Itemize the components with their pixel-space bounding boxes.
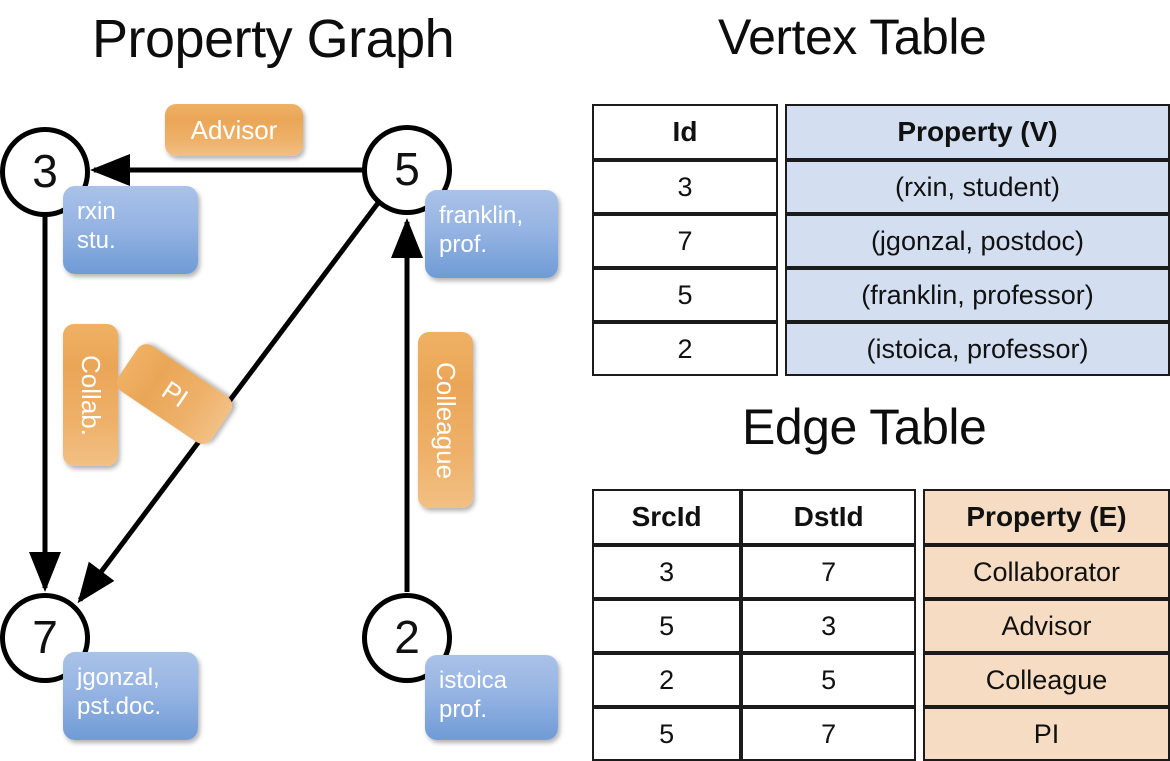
edge-label-collaborator-text: Collab. <box>76 354 106 436</box>
node-property-role-istoica: prof. <box>439 696 488 723</box>
vertex-table-column-gap <box>778 104 785 160</box>
edge-label-advisor: Advisor <box>165 104 303 156</box>
graph-node-7-id: 7 <box>32 611 58 663</box>
node-property-bubble-istoica: istoica prof. <box>425 655 558 740</box>
edge-table: SrcId DstId Property (E) 3 7 Collaborato… <box>592 489 1170 761</box>
edge-row-1-src: 5 <box>592 599 742 653</box>
node-property-bubble-rxin: rxin stu. <box>63 186 198 274</box>
graph-node-3-id: 3 <box>32 145 58 197</box>
edge-table-header-srcid: SrcId <box>592 489 742 545</box>
edge-table-column-gap <box>916 545 923 599</box>
graph-node-5-id: 5 <box>394 143 420 195</box>
vertex-row-3-property: (istoica, professor) <box>785 322 1170 376</box>
edge-table-column-gap <box>916 707 923 761</box>
vertex-table-column-gap <box>778 322 785 376</box>
edge-row-2-dst: 5 <box>741 653 917 707</box>
edge-table-header-dstid: DstId <box>741 489 917 545</box>
edge-row-3-src: 5 <box>592 707 742 761</box>
vertex-table-column-gap <box>778 160 785 214</box>
edge-table-column-gap <box>916 489 923 545</box>
edge-table-header-row: SrcId DstId Property (E) <box>592 489 1170 545</box>
vertex-row-1-id: 7 <box>592 214 778 268</box>
table-row: 5 (franklin, professor) <box>592 268 1170 322</box>
node-property-name-istoica: istoica <box>439 667 508 694</box>
graph-node-2-id: 2 <box>394 611 420 663</box>
vertex-row-2-id: 5 <box>592 268 778 322</box>
edge-table-column-gap <box>916 599 923 653</box>
edge-row-2-src: 2 <box>592 653 742 707</box>
graph-node-5[interactable]: 5 <box>362 125 452 215</box>
node-property-role-jgonzal: pst.doc. <box>77 693 162 720</box>
edge-row-0-dst: 7 <box>741 545 917 599</box>
table-row: 2 (istoica, professor) <box>592 322 1170 376</box>
edge-label-colleague-text: Colleague <box>431 361 461 479</box>
edge-row-1-property: Advisor <box>923 599 1170 653</box>
page-title-vertex-table: Vertex Table <box>718 9 987 65</box>
page-title-edge-table: Edge Table <box>742 399 987 455</box>
vertex-row-2-property: (franklin, professor) <box>785 268 1170 322</box>
vertex-row-3-id: 2 <box>592 322 778 376</box>
table-row: 2 5 Colleague <box>592 653 1170 707</box>
edge-row-0-src: 3 <box>592 545 742 599</box>
edge-label-pi-text: PI <box>156 374 194 413</box>
vertex-row-0-id: 3 <box>592 160 778 214</box>
vertex-table-header-id: Id <box>592 104 778 160</box>
edge-table-header-property: Property (E) <box>923 489 1170 545</box>
vertex-row-1-property: (jgonzal, postdoc) <box>785 214 1170 268</box>
edge-label-collaborator: Collab. <box>63 324 118 466</box>
node-property-name-jgonzal: jgonzal, <box>77 664 160 691</box>
table-row: 5 7 PI <box>592 707 1170 761</box>
property-graph-diagram: 3 5 7 2 rxin stu. franklin, prof. jgonza… <box>0 0 585 760</box>
node-property-role-franklin: prof. <box>439 231 488 258</box>
table-row: 7 (jgonzal, postdoc) <box>592 214 1170 268</box>
edge-table-column-gap <box>916 653 923 707</box>
vertex-table-column-gap <box>778 214 785 268</box>
node-property-name-franklin: franklin, <box>439 202 524 229</box>
page-title-property-graph: Property Graph <box>92 9 455 69</box>
node-property-bubble-jgonzal: jgonzal, pst.doc. <box>63 652 198 740</box>
vertex-table-header-property: Property (V) <box>785 104 1170 160</box>
node-property-bubble-franklin: franklin, prof. <box>425 190 558 278</box>
edge-row-1-dst: 3 <box>741 599 917 653</box>
edge-row-3-property: PI <box>923 707 1170 761</box>
edge-row-2-property: Colleague <box>923 653 1170 707</box>
node-property-name-rxin: rxin <box>77 198 116 225</box>
vertex-table-header-row: Id Property (V) <box>592 104 1170 160</box>
vertex-row-0-property: (rxin, student) <box>785 160 1170 214</box>
graph-node-2[interactable]: 2 <box>362 593 452 683</box>
edge-row-0-property: Collaborator <box>923 545 1170 599</box>
edge-label-advisor-text: Advisor <box>190 114 278 145</box>
vertex-table: Id Property (V) 3 (rxin, student) 7 (jgo… <box>592 104 1170 376</box>
table-row: 3 (rxin, student) <box>592 160 1170 214</box>
edge-label-colleague: Colleague <box>418 332 473 508</box>
table-row: 5 3 Advisor <box>592 599 1170 653</box>
table-row: 3 7 Collaborator <box>592 545 1170 599</box>
vertex-table-column-gap <box>778 268 785 322</box>
edge-row-3-dst: 7 <box>741 707 917 761</box>
node-property-role-rxin: stu. <box>77 227 116 254</box>
